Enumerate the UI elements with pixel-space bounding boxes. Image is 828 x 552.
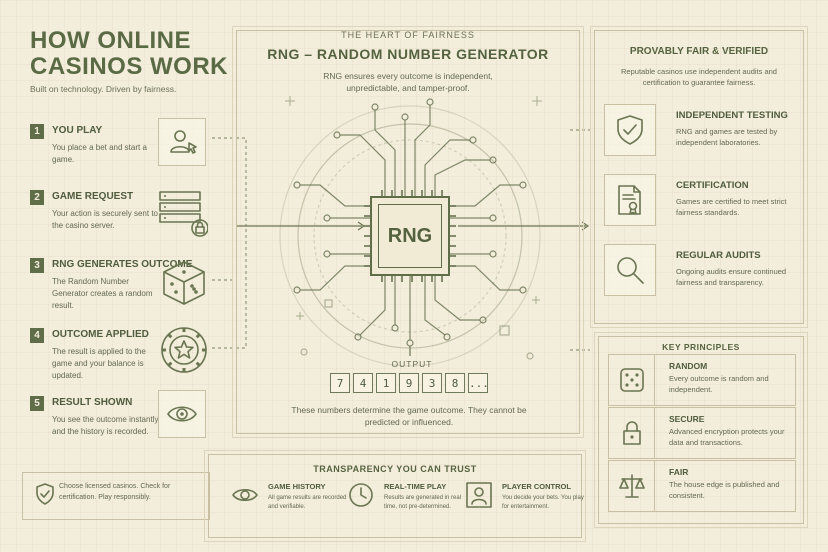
step-number: 1 <box>30 124 44 139</box>
output-digit: 9 <box>399 373 419 393</box>
pf-item-desc: Games are certified to meet strict fairn… <box>676 197 787 217</box>
rng-chip: RNG <box>370 196 450 276</box>
dice-icon <box>609 355 655 405</box>
step-title: YOU PLAY <box>52 125 103 136</box>
responsible-play-note: Choose licensed casinos. Check for certi… <box>22 472 210 520</box>
eye-icon <box>158 390 206 438</box>
transparency-real-time: REAL-TIME PLAY Results are generated in … <box>346 480 464 524</box>
principle-secure: SECURE Advanced encryption protects your… <box>608 407 796 459</box>
transparency-panel <box>204 450 586 542</box>
page-title: HOW ONLINE CASINOS WORK <box>30 27 228 80</box>
principle-title: RANDOM <box>669 361 708 371</box>
step-desc: You place a bet and start a game. <box>52 143 147 164</box>
output-digit: 3 <box>422 373 442 393</box>
star-chip-icon <box>158 324 210 376</box>
step-desc: Your action is securely sent to the casi… <box>52 209 158 230</box>
note-text: Choose licensed casinos. Check for certi… <box>59 483 171 501</box>
chip-label: RNG <box>378 204 442 268</box>
regular-audits: REGULAR AUDITS Ongoing audits ensure con… <box>604 244 794 304</box>
shield-check-icon <box>36 483 54 505</box>
principle-title: FAIR <box>669 467 689 477</box>
dice-icon <box>158 256 210 308</box>
output-digit: 1 <box>376 373 396 393</box>
pf-item-desc: Ongoing audits ensure continued fairness… <box>676 267 787 287</box>
rng-kicker: THE HEART OF FAIRNESS <box>341 30 475 40</box>
key-principles-title: KEY PRINCIPLES <box>662 342 740 352</box>
output-digit-ellipsis: ... <box>468 373 489 393</box>
rng-title: RNG – RANDOM NUMBER GENERATOR <box>267 46 549 62</box>
step-title: RESULT SHOWN <box>52 397 133 408</box>
certificate-icon <box>604 174 656 226</box>
scales-icon <box>609 461 655 511</box>
step-number: 4 <box>30 328 44 343</box>
step-number: 5 <box>30 396 44 411</box>
principle-desc: Advanced encryption protects your data a… <box>669 427 785 447</box>
pf-item-title: INDEPENDENT TESTING <box>676 110 788 121</box>
provably-fair-desc: Reputable casinos use independent audits… <box>621 67 777 87</box>
server-lock-icon <box>158 188 209 238</box>
principle-desc: The house edge is published and consiste… <box>669 480 780 500</box>
provably-fair-title: PROVABLY FAIR & VERIFIED <box>629 46 769 57</box>
rng-description: RNG ensures every outcome is independent… <box>323 71 493 93</box>
provably-fair-panel <box>590 26 808 328</box>
transparency-item-title: REAL-TIME PLAY <box>384 482 447 491</box>
pf-item-title: CERTIFICATION <box>676 180 749 191</box>
step-title: OUTCOME APPLIED <box>52 329 149 340</box>
output-description: These numbers determine the game outcome… <box>291 405 527 427</box>
page-subtitle: Built on technology. Driven by fairness. <box>30 84 177 94</box>
magnifier-icon <box>604 244 656 296</box>
step-desc: The result is applied to the game and yo… <box>52 347 146 380</box>
principle-desc: Every outcome is random and independent. <box>669 374 769 394</box>
output-digits: 7 4 1 9 3 8 ... <box>330 373 489 393</box>
step-number: 2 <box>30 190 44 205</box>
step-desc: You see the outcome instantly and the hi… <box>52 415 159 436</box>
transparency-item-desc: All game results are recorded and verifi… <box>268 495 347 510</box>
pf-item-title: REGULAR AUDITS <box>676 250 761 261</box>
user-icon <box>466 482 492 508</box>
certification: CERTIFICATION Games are certified to mee… <box>604 174 794 228</box>
user-click-icon <box>158 118 206 166</box>
rng-panel <box>232 26 584 438</box>
transparency-item-title: GAME HISTORY <box>268 482 326 491</box>
output-digit: 4 <box>353 373 373 393</box>
output-digit: 7 <box>330 373 350 393</box>
clock-icon <box>349 483 373 507</box>
transparency-item-title: PLAYER CONTROL <box>502 482 571 491</box>
output-digit: 8 <box>445 373 465 393</box>
transparency-game-history: GAME HISTORY All game results are record… <box>230 480 348 524</box>
output-label: OUTPUT <box>391 359 433 369</box>
shield-check-icon <box>604 104 656 156</box>
transparency-player-control: PLAYER CONTROL You decide your bets. You… <box>464 480 584 524</box>
transparency-item-desc: Results are generated in real time, not … <box>384 495 462 510</box>
independent-testing: INDEPENDENT TESTING RNG and games are te… <box>604 104 794 158</box>
key-principles-panel <box>594 332 808 528</box>
step-number: 3 <box>30 258 44 273</box>
lock-icon <box>609 408 655 458</box>
eye-icon <box>232 488 258 502</box>
transparency-item-desc: You decide your bets. You play for enter… <box>502 495 584 510</box>
step-title: RNG GENERATES OUTCOME <box>52 259 193 270</box>
pf-item-desc: RNG and games are tested by independent … <box>676 127 778 147</box>
step-title: GAME REQUEST <box>52 191 134 202</box>
principle-random: RANDOM Every outcome is random and indep… <box>608 354 796 406</box>
transparency-title: TRANSPARENCY YOU CAN TRUST <box>313 464 477 474</box>
step-desc: The Random Number Generator creates a ra… <box>52 277 153 310</box>
principle-title: SECURE <box>669 414 705 424</box>
principle-fair: FAIR The house edge is published and con… <box>608 460 796 512</box>
